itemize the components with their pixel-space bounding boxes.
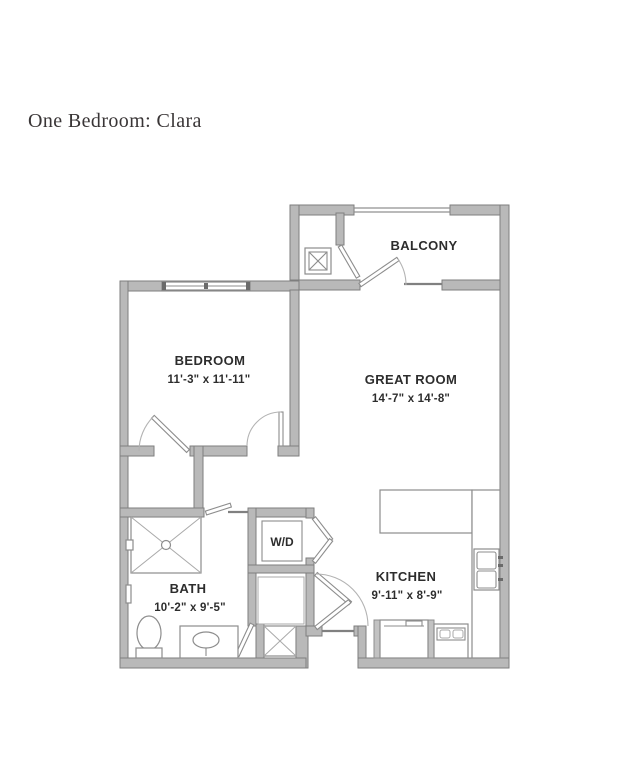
balcony-closet-door [337, 244, 361, 279]
range-appliance [373, 619, 435, 659]
room-label-bedroom: BEDROOM [175, 353, 246, 368]
room-dim-kitchen: 9'-11" x 8'-9" [372, 590, 443, 602]
vanity-sink [179, 625, 239, 659]
page-title: One Bedroom: Clara [28, 110, 202, 132]
bath-wall-fitting [125, 584, 132, 604]
room-dim-bath: 10'-2" x 9'-5" [154, 602, 226, 614]
bedroom-door-left [138, 414, 191, 454]
bedroom-door-right [246, 411, 284, 447]
room-label-kitchen: KITCHEN [376, 569, 437, 584]
kitchen-sink [433, 623, 469, 659]
room-label-laundry: W/D [270, 535, 294, 549]
room-dim-bedroom: 11'-3" x 11'-11" [168, 374, 251, 386]
oven-appliance [473, 548, 503, 591]
linen-closet [257, 576, 305, 625]
entry-closet-x [263, 625, 297, 657]
balcony-utility-box [304, 247, 332, 275]
balcony-railing [353, 207, 451, 213]
bath-entry-door [204, 502, 233, 516]
unit-entry-door [313, 571, 369, 631]
room-label-great-room: GREAT ROOM [365, 372, 458, 387]
room-dim-great-room: 14'-7" x 14'-8" [372, 393, 450, 405]
laundry-bifold-door [311, 516, 334, 564]
washer-dryer-closet [261, 520, 303, 562]
toilet [135, 615, 163, 659]
balcony-door [358, 256, 407, 288]
shower [125, 516, 202, 574]
room-label-bath: BATH [170, 581, 207, 596]
bedroom-window [161, 281, 251, 291]
kitchen-island-counter [379, 489, 473, 534]
room-label-balcony: BALCONY [390, 238, 457, 253]
